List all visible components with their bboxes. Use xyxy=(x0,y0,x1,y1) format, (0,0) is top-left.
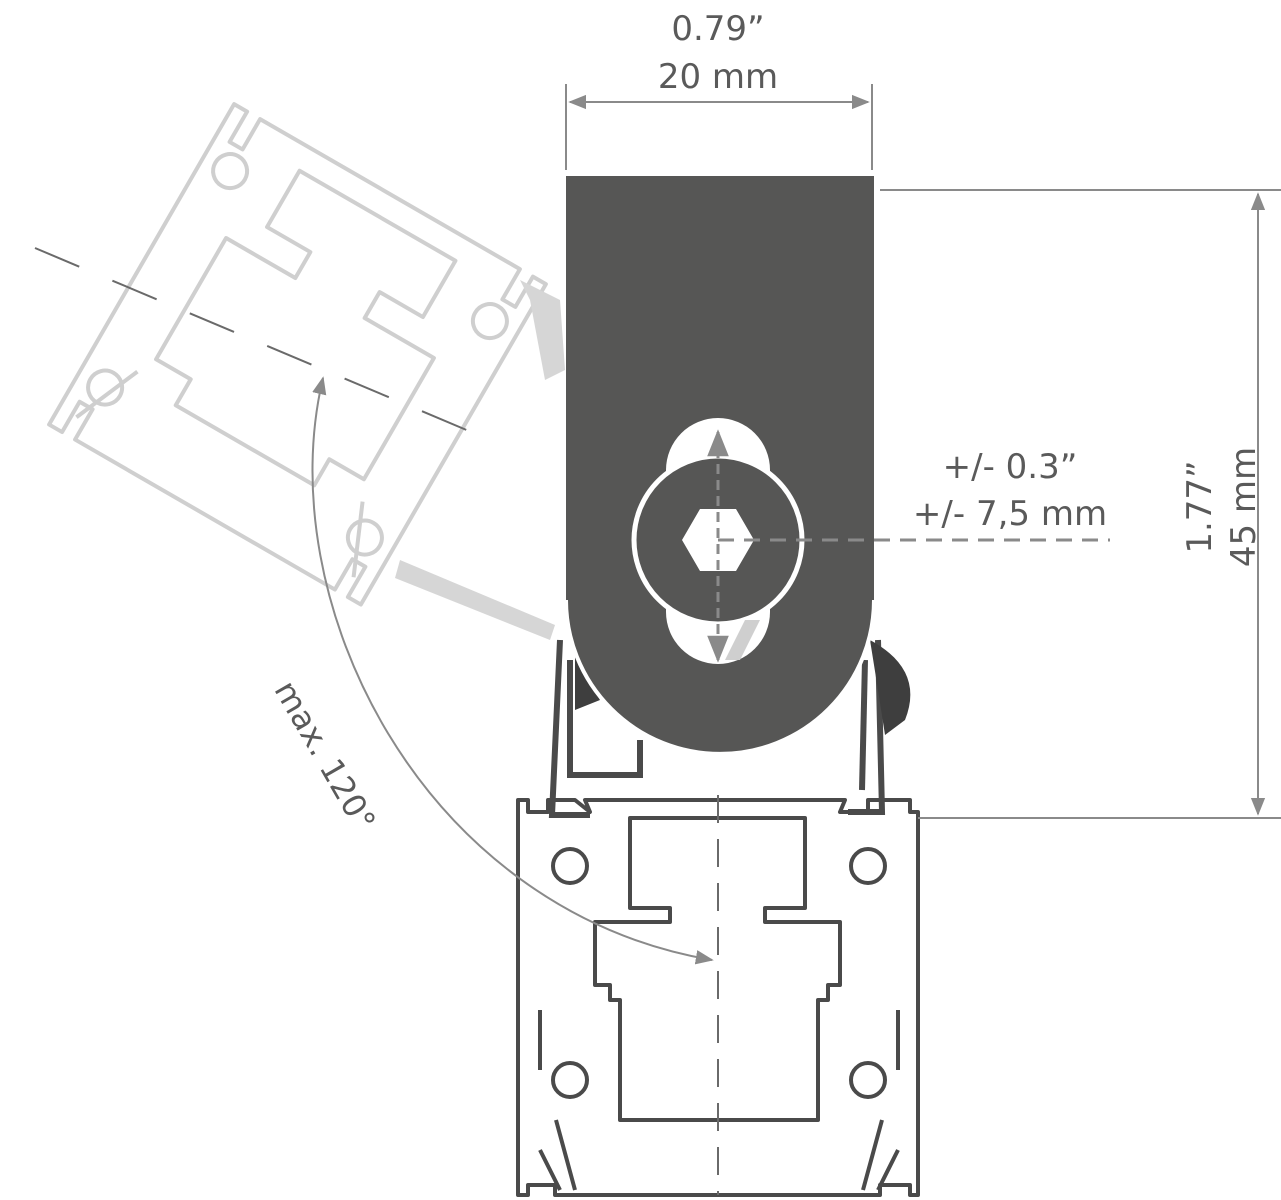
tilt-arc xyxy=(311,376,714,965)
width-label-inch: 0.79” xyxy=(671,9,765,49)
height-dimension xyxy=(880,189,1281,819)
height-label-mm: 45 mm xyxy=(1224,446,1264,568)
width-label-mm: 20 mm xyxy=(657,57,779,97)
adjust-label-mm: +/- 7,5 mm xyxy=(912,494,1108,534)
tilted-profile-axis xyxy=(34,247,496,443)
height-label-inch: 1.77” xyxy=(1180,460,1220,554)
width-dimension xyxy=(565,84,873,170)
tilted-profile-ghost xyxy=(47,102,548,607)
adjust-label-inch: +/- 0.3” xyxy=(942,447,1078,487)
adjust-arrow xyxy=(707,429,1110,663)
